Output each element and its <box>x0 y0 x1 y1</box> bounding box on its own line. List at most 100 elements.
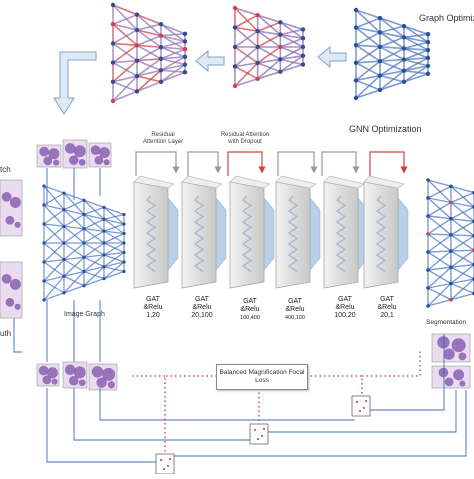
graph-edge <box>103 251 125 256</box>
graph-node <box>278 69 283 74</box>
graph-edge <box>83 277 105 287</box>
graph-node <box>426 250 430 254</box>
graph-edge <box>355 9 381 19</box>
graph-node <box>449 249 453 253</box>
graph-edge <box>43 223 65 244</box>
graph-edge <box>83 199 105 220</box>
graph-node <box>62 241 66 245</box>
graph-edge <box>256 21 282 32</box>
graph-edge <box>279 33 304 40</box>
arrow-left-1 <box>317 45 347 69</box>
graph-edge <box>63 213 85 228</box>
graph-edge <box>112 44 138 64</box>
graph-node <box>426 196 430 200</box>
graph-edge <box>103 206 125 225</box>
graph-node <box>122 241 126 245</box>
loss-map-dot <box>359 410 361 412</box>
graph-node <box>122 222 126 226</box>
graph-node <box>449 233 453 237</box>
graph-node <box>426 178 430 182</box>
cell-blob <box>437 336 450 349</box>
cell-blob <box>5 297 15 307</box>
graph-edge <box>450 185 474 208</box>
graph-edge <box>403 41 429 50</box>
graph-edge <box>450 201 474 208</box>
graph-edge <box>234 46 259 68</box>
graph-edge <box>103 218 125 235</box>
layer-top <box>229 175 271 189</box>
cell-blob <box>46 367 58 379</box>
graph-node <box>182 39 188 44</box>
graph-edge <box>112 13 138 26</box>
graph-edge <box>355 89 381 99</box>
graph-node <box>42 260 46 264</box>
graph-node <box>300 62 306 67</box>
graph-node <box>134 12 140 17</box>
graph-edge <box>136 69 162 77</box>
graph-node <box>425 47 431 53</box>
graph-edge <box>427 185 452 199</box>
arrow-left-2 <box>195 49 225 73</box>
graph-node <box>62 224 66 228</box>
graph-edge <box>427 201 452 217</box>
graph-edge <box>160 56 186 72</box>
patch-left-truth <box>0 261 23 319</box>
graph-node <box>300 53 306 58</box>
loss-map-frame <box>249 423 269 445</box>
graph-edge <box>136 46 162 62</box>
graph-edge <box>450 249 474 252</box>
graph-edge <box>43 242 65 261</box>
graph-edge <box>379 47 405 62</box>
graph-edge <box>379 58 405 62</box>
patch-label-fragment: tch <box>0 165 11 174</box>
graph-edge <box>63 209 85 230</box>
graph-edge <box>160 56 186 60</box>
graph-edge <box>234 62 259 87</box>
graph-node <box>182 62 188 67</box>
layer-texture <box>335 195 347 273</box>
graph-edge <box>403 25 429 43</box>
graph-edge <box>403 25 429 36</box>
graph-node <box>232 5 238 11</box>
graph-node <box>300 44 306 50</box>
cell-blob <box>53 159 60 166</box>
gat-layer-1 <box>133 175 179 289</box>
graph-edge <box>103 261 125 280</box>
loss-box-line1: Balanced Magnification Focal <box>219 369 305 376</box>
graph-edge <box>136 29 162 37</box>
residual-attention-dropout-line2: with Dropout <box>228 139 262 145</box>
graph-edge <box>136 44 162 60</box>
graph-node <box>232 64 238 69</box>
graph-edge <box>103 218 125 225</box>
loss-connections <box>132 350 421 475</box>
graph-edge <box>112 4 138 31</box>
cell-blob <box>43 156 53 166</box>
graph-edge <box>136 44 162 49</box>
graph-edge <box>427 197 452 204</box>
graph-node <box>426 214 430 218</box>
cell-blob <box>9 278 21 290</box>
loss-map-dot <box>160 459 162 461</box>
graph-node <box>102 265 106 269</box>
segmentation-patch-1 <box>431 333 471 363</box>
graph-edge <box>450 217 474 237</box>
cell-blob <box>91 366 104 378</box>
graph-edge <box>403 69 429 75</box>
cell-blob <box>69 375 79 386</box>
graph-edge <box>160 23 186 43</box>
graph-node <box>134 73 140 79</box>
layer-2-dims: 20,100 <box>191 312 213 319</box>
graph-edge <box>256 33 282 48</box>
graph-edge <box>63 228 85 244</box>
cell-blob <box>453 369 465 381</box>
graph-node <box>122 231 126 236</box>
layer-1-dims: 1,20 <box>146 312 160 319</box>
graph-edge <box>234 26 259 32</box>
graph-edge <box>427 299 452 307</box>
cell-blob <box>42 375 52 385</box>
graph-edge <box>279 37 304 48</box>
graph-edge <box>427 217 452 235</box>
layer-1-line2: &Relu <box>143 304 163 311</box>
graph-node <box>134 27 140 33</box>
graph-edge <box>160 46 186 58</box>
